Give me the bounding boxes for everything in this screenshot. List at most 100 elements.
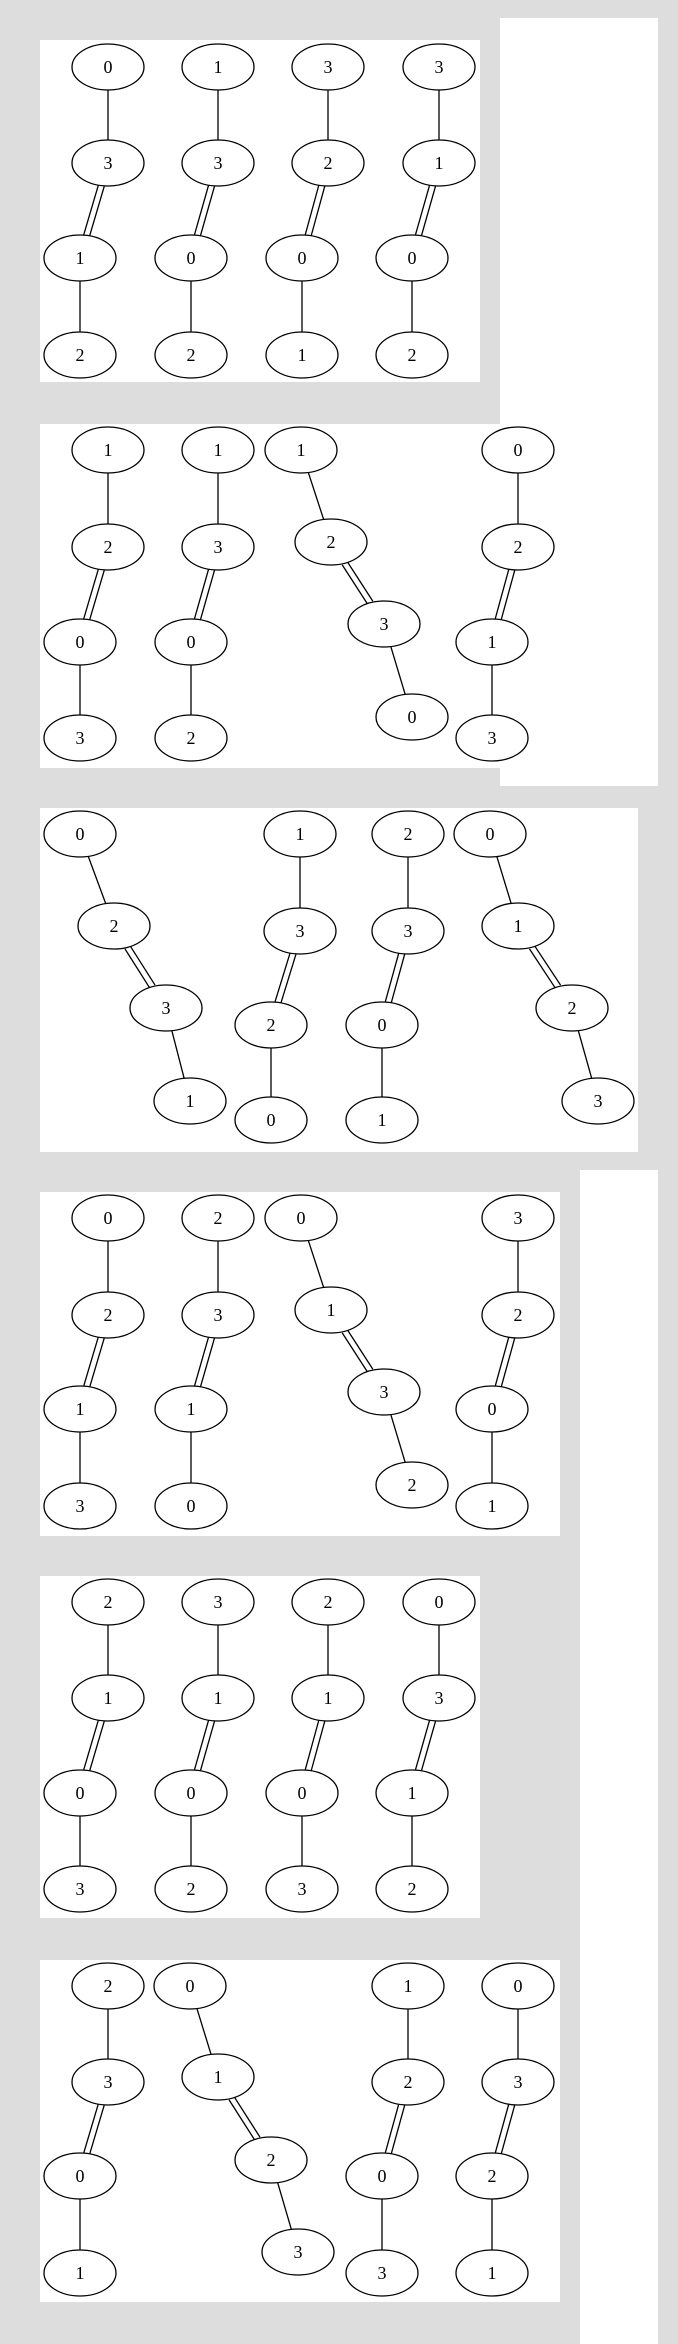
graph-node: 1 (181, 426, 255, 474)
graph-node: 2 (371, 2058, 445, 2106)
double-bond-edge (384, 952, 400, 1002)
graph-node: 2 (291, 139, 365, 187)
node-ellipse (265, 234, 339, 282)
node-ellipse (481, 523, 555, 571)
node-ellipse (43, 234, 117, 282)
graph-node: 2 (375, 331, 449, 379)
node-label: 0 (435, 1592, 444, 1612)
double-bond-edge (274, 952, 291, 1002)
single-bond-edge (496, 856, 512, 904)
node-ellipse (264, 426, 338, 474)
node-label: 0 (76, 2166, 85, 2186)
graph-node: 3 (481, 1194, 555, 1242)
node-ellipse (43, 2152, 117, 2200)
node-label: 1 (186, 1091, 195, 1111)
double-bond-edge (346, 1329, 374, 1370)
graph-node: 2 (234, 2136, 308, 2184)
graph-node: 0 (234, 1096, 308, 1144)
node-label: 0 (488, 1399, 497, 1419)
double-bond-edge (88, 1338, 105, 1388)
node-label: 1 (214, 57, 223, 77)
node-label: 2 (187, 345, 196, 365)
node-ellipse (375, 693, 449, 741)
node-label: 3 (104, 2072, 113, 2092)
graph-node: 0 (375, 234, 449, 282)
node-label: 2 (110, 916, 119, 936)
graph-node: 2 (455, 2152, 529, 2200)
double-bond-edge (494, 2103, 510, 2153)
node-label: 3 (594, 1091, 603, 1111)
graph-node: 0 (43, 618, 117, 666)
node-label: 3 (514, 1208, 523, 1228)
node-ellipse (375, 234, 449, 282)
node-ellipse (181, 43, 255, 91)
node-ellipse (181, 139, 255, 187)
graph-node: 1 (455, 2249, 529, 2297)
double-bond-edge (420, 186, 437, 237)
graph-node: 0 (264, 1194, 338, 1242)
graph-node: 2 (481, 523, 555, 571)
node-ellipse (181, 2053, 255, 2101)
node-ellipse (154, 714, 228, 762)
node-ellipse (43, 331, 117, 379)
double-bond-edge (88, 1721, 105, 1772)
node-label: 2 (404, 2072, 413, 2092)
node-label: 0 (187, 632, 196, 652)
graph-node: 3 (43, 714, 117, 762)
node-ellipse (455, 1385, 529, 1433)
node-ellipse (455, 1482, 529, 1530)
single-bond-edge (196, 2008, 212, 2055)
double-bond-edge (304, 1719, 320, 1770)
graph-node: 3 (291, 43, 365, 91)
graph-node: 2 (43, 331, 117, 379)
node-label: 3 (488, 728, 497, 748)
graph-node: 3 (455, 714, 529, 762)
node-label: 0 (186, 1976, 195, 1996)
node-label: 2 (76, 345, 85, 365)
node-label: 0 (298, 1783, 307, 1803)
node-ellipse (455, 2152, 529, 2200)
node-label: 3 (162, 998, 171, 1018)
node-label: 2 (104, 1976, 113, 1996)
node-label: 2 (324, 1592, 333, 1612)
double-bond-edge (494, 1336, 510, 1386)
graph-node: 0 (43, 2152, 117, 2200)
node-ellipse (154, 618, 228, 666)
node-label: 1 (76, 248, 85, 268)
graph-node: 3 (263, 907, 337, 955)
graph-node: 0 (455, 1385, 529, 1433)
single-bond-edge (577, 1030, 593, 1079)
node-label: 3 (380, 1382, 389, 1402)
node-ellipse (154, 1865, 228, 1913)
panel-5-background (40, 1576, 480, 1918)
node-label: 1 (327, 1300, 336, 1320)
double-bond-edge (420, 1721, 437, 1772)
double-bond-edge (384, 2103, 400, 2153)
node-ellipse (375, 1461, 449, 1509)
panel-2-background (40, 424, 560, 768)
graph-node: 1 (154, 1385, 228, 1433)
double-bond-edge (88, 570, 105, 621)
node-label: 1 (104, 440, 113, 460)
node-label: 2 (514, 1305, 523, 1325)
node-label: 3 (214, 1305, 223, 1325)
node-ellipse (71, 1578, 145, 1626)
node-ellipse (154, 1769, 228, 1817)
node-label: 3 (324, 57, 333, 77)
graph-node: 0 (43, 810, 117, 858)
node-label: 1 (488, 632, 497, 652)
node-label: 0 (378, 2166, 387, 2186)
graph-node: 3 (181, 523, 255, 571)
graph-node: 2 (154, 714, 228, 762)
graph-node: 2 (71, 1962, 145, 2010)
